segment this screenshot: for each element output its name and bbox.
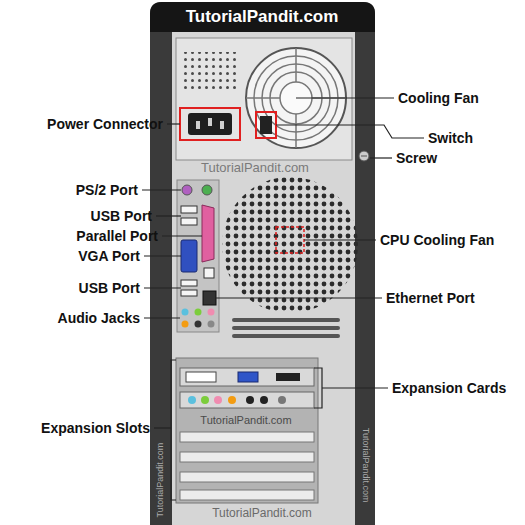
usb-port xyxy=(181,206,197,213)
expansion-card xyxy=(180,392,314,408)
leader-line xyxy=(167,123,180,124)
case-top xyxy=(150,2,375,32)
port xyxy=(204,268,214,278)
watermark: TutorialPandit.com xyxy=(360,428,370,503)
watermark: TutorialPandit.com xyxy=(155,443,165,518)
bracket xyxy=(314,368,322,408)
leader-line xyxy=(142,189,181,190)
socket-pin xyxy=(196,121,200,129)
leader-line xyxy=(162,235,202,236)
audio-jack xyxy=(208,309,215,316)
bracket xyxy=(171,360,176,500)
ethernet-port xyxy=(203,291,216,305)
port xyxy=(278,396,286,404)
leader-line xyxy=(216,297,382,298)
screw-symbol xyxy=(359,151,369,161)
slot-frame xyxy=(176,358,318,503)
part-label: USB Port xyxy=(91,208,152,224)
leader-line xyxy=(296,97,394,98)
socket-pin xyxy=(208,118,212,126)
leader-line xyxy=(156,215,181,216)
expansion-area xyxy=(176,358,318,503)
audio-jack xyxy=(182,321,189,328)
part-label: VGA Port xyxy=(78,248,140,264)
leader-line xyxy=(304,239,376,240)
part-label: PS/2 Port xyxy=(76,182,138,198)
part-label: Screw xyxy=(396,150,437,166)
power-connector-symbol xyxy=(180,108,240,140)
usb-port xyxy=(181,290,197,296)
audio-jack xyxy=(182,309,189,316)
port xyxy=(260,396,268,404)
highlight-box xyxy=(276,227,304,253)
case-body xyxy=(150,2,375,525)
leader-line xyxy=(322,387,388,388)
dvi-port xyxy=(186,372,216,382)
audio-jack xyxy=(188,396,196,404)
part-label: Expansion Slots xyxy=(41,420,150,436)
highlight-box xyxy=(256,112,276,138)
watermark: TutorialPandit.com xyxy=(201,161,309,176)
hdmi-port xyxy=(276,373,300,381)
audio-jack xyxy=(208,321,215,328)
screw-head xyxy=(359,151,369,161)
audio-jack xyxy=(214,396,222,404)
parallel-port xyxy=(202,205,214,262)
io-plate xyxy=(177,180,219,332)
empty-slot xyxy=(180,472,314,482)
cpu-fan-grille xyxy=(222,177,358,313)
vent-slot xyxy=(232,326,340,330)
power-supply xyxy=(176,38,352,160)
empty-slot xyxy=(180,432,314,442)
audio-jack xyxy=(195,321,202,328)
part-label: Power Connector xyxy=(47,116,163,132)
part-label: USB Port xyxy=(79,280,140,296)
psu-vent xyxy=(184,52,240,92)
part-label: Audio Jacks xyxy=(58,310,140,326)
part-label: Switch xyxy=(428,130,473,146)
part-label: Expansion Cards xyxy=(392,380,506,396)
audio-jack xyxy=(195,309,202,316)
ps2-port xyxy=(202,185,212,195)
expansion-card xyxy=(180,368,314,386)
switch-symbol xyxy=(256,112,276,138)
leader-line xyxy=(154,427,171,428)
part-label: Parallel Port xyxy=(76,228,158,244)
usb-port xyxy=(181,280,197,286)
usb-port xyxy=(181,218,197,225)
socket xyxy=(188,113,232,135)
empty-slot xyxy=(180,490,314,500)
part-label: Ethernet Port xyxy=(386,290,475,306)
vent-slot xyxy=(232,318,340,322)
leader-line xyxy=(370,157,392,158)
vent-slot xyxy=(232,334,340,338)
part-label: Cooling Fan xyxy=(398,90,479,106)
port xyxy=(246,396,254,404)
watermark: TutorialPandit.com xyxy=(212,507,312,521)
leader-line xyxy=(144,317,180,318)
rocker xyxy=(260,116,272,134)
io-panel xyxy=(177,180,219,332)
leader-line xyxy=(144,255,181,256)
watermark: TutorialPandit.com xyxy=(200,414,291,427)
leader-line xyxy=(276,125,424,138)
empty-slot xyxy=(180,452,314,462)
audio-jack xyxy=(228,396,236,404)
ps2-port xyxy=(182,185,192,195)
vga-port xyxy=(181,240,197,272)
leader-line xyxy=(144,287,181,288)
socket-pin xyxy=(220,121,224,129)
audio-jack xyxy=(201,396,209,404)
highlight-box xyxy=(180,108,240,140)
vga-port xyxy=(238,372,258,382)
part-label: CPU Cooling Fan xyxy=(380,232,494,248)
watermark: TutorialPandit.com xyxy=(186,7,339,27)
screw-slot xyxy=(361,156,367,157)
